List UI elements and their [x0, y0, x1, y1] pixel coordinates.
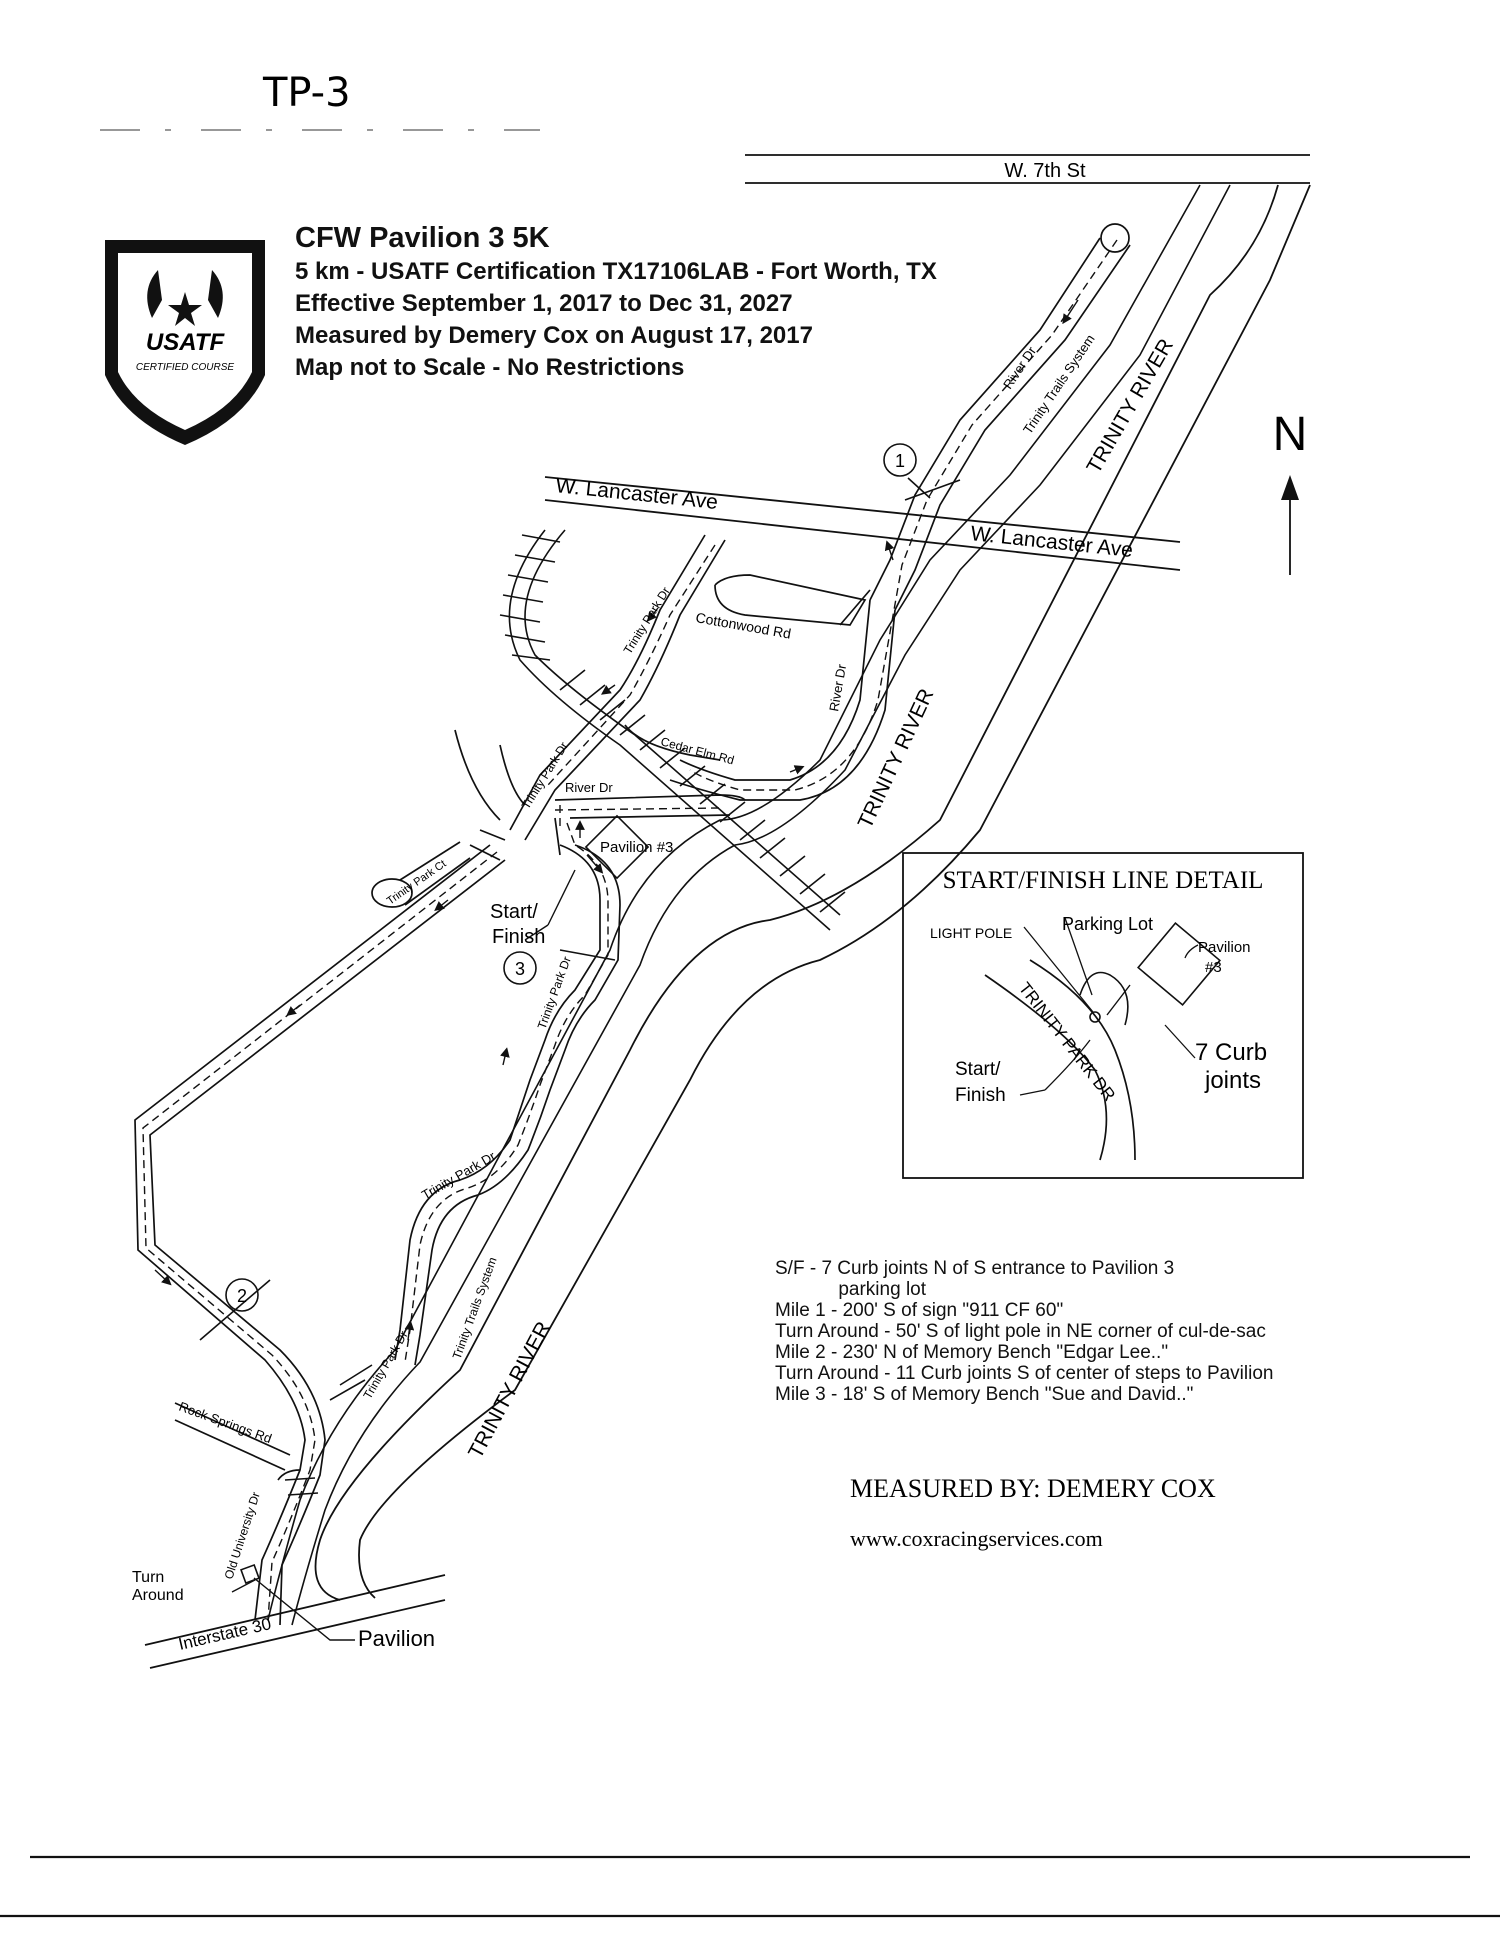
river-south: TRINITY RIVER — [464, 1318, 555, 1462]
note-sf: S/F - 7 Curb joints N of S entrance to P… — [775, 1258, 1175, 1279]
header-line-3: Measured by Demery Cox on August 17, 201… — [295, 322, 813, 349]
road-interstate-30 — [144, 1574, 446, 1669]
detail-light-pole: LIGHT POLE — [930, 925, 1012, 941]
course-route — [142, 239, 1118, 1621]
header-line-4: Map not to Scale - No Restrictions — [295, 354, 685, 381]
note-mile-2: Mile 2 - 230' N of Memory Bench "Edgar L… — [775, 1342, 1169, 1363]
detail-curb-1: 7 Curb — [1195, 1039, 1267, 1066]
street-trinity-park-dr-upper: Trinity Park Dr — [621, 585, 673, 657]
header-line-2: Effective September 1, 2017 to Dec 31, 2… — [295, 290, 793, 317]
turn-around-label-1: Turn — [132, 1569, 164, 1586]
leader-lines — [231, 869, 576, 1641]
badge-caption: CERTIFIED COURSE — [136, 362, 234, 373]
street-interstate-30: Interstate 30 — [177, 1614, 273, 1654]
trinity-river — [314, 184, 1311, 1601]
route-arrows — [154, 299, 1079, 1341]
measured-by: MEASURED BY: DEMERY COX — [850, 1474, 1216, 1503]
start-finish-label-1: Start/ — [490, 901, 538, 923]
usatf-badge — [105, 240, 265, 445]
river-mid: TRINITY RIVER — [854, 685, 939, 832]
mile-1-number: 1 — [895, 451, 905, 471]
street-river-dr-mid: River Dr — [565, 780, 613, 795]
detail-pavilion-2: #3 — [1205, 959, 1222, 976]
start-finish-label-2: Finish — [492, 926, 545, 948]
turn-around-label-2: Around — [132, 1587, 184, 1604]
detail-pavilion-1: Pavilion — [1198, 939, 1251, 956]
note-mile-1: Mile 1 - 200' S of sign "911 CF 60" — [775, 1300, 1064, 1321]
detail-sf-2: Finish — [955, 1085, 1006, 1106]
header-line-1: 5 km - USATF Certification TX17106LAB - … — [295, 258, 937, 285]
page-tag: TP-3 — [262, 70, 351, 116]
mile-marker-3 — [503, 949, 616, 985]
street-cedar-elm: Cedar Elm Rd — [659, 734, 735, 767]
street-river-dr-east: River Dr — [826, 662, 849, 712]
pavilion-3-symbol — [584, 814, 650, 880]
street-lancaster-left: W. Lancaster Ave — [554, 474, 719, 514]
detail-road: TRINITY PARK DR — [1015, 979, 1119, 1105]
detail-parking-lot: Parking Lot — [1062, 914, 1153, 934]
mile-marker-2 — [199, 1278, 271, 1341]
mile-2-number: 2 — [237, 1286, 247, 1306]
street-trinity-park-ct: Trinity Park Ct — [385, 858, 449, 908]
note-sf-cont: parking lot — [775, 1279, 927, 1300]
detail-curb-2: joints — [1204, 1067, 1261, 1094]
street-w7th: W. 7th St — [1004, 160, 1086, 182]
street-trinity-park-dr-mid: Trinity Park Dr — [519, 740, 571, 812]
note-turn-around-1: Turn Around - 50' S of light pole in NE … — [775, 1321, 1266, 1342]
street-rock-springs: Rock Springs Rd — [177, 1399, 274, 1446]
local-roads — [134, 223, 1131, 1626]
north-arrow — [1281, 475, 1299, 575]
detail-box — [902, 852, 1304, 1179]
street-old-university: Old University Dr — [222, 1490, 263, 1581]
detail-title: START/FINISH LINE DETAIL — [943, 867, 1264, 894]
label-pavilion-3: Pavilion #3 — [600, 839, 673, 856]
compass-label: N — [1273, 408, 1308, 461]
note-mile-3: Mile 3 - 18' S of Memory Bench "Sue and … — [775, 1384, 1194, 1405]
street-trinity-park-dr-s3: Trinity Park Dr — [360, 1328, 410, 1401]
website: www.coxracingservices.com — [850, 1526, 1103, 1551]
course-title: CFW Pavilion 3 5K — [295, 222, 550, 254]
note-turn-around-2: Turn Around - 11 Curb joints S of center… — [775, 1363, 1274, 1384]
badge-brand: USATF — [146, 329, 226, 356]
pavilion-label: Pavilion — [358, 1626, 435, 1651]
river-north: TRINITY RIVER — [1082, 335, 1178, 478]
railroad — [284, 529, 846, 1496]
road-w7th — [745, 154, 1310, 184]
mile-3-number: 3 — [515, 959, 525, 979]
mile-marker-1 — [883, 443, 961, 501]
street-trinity-park-dr-s2: Trinity Park Dr — [419, 1148, 499, 1203]
detail-sf-1: Start/ — [955, 1059, 1001, 1080]
